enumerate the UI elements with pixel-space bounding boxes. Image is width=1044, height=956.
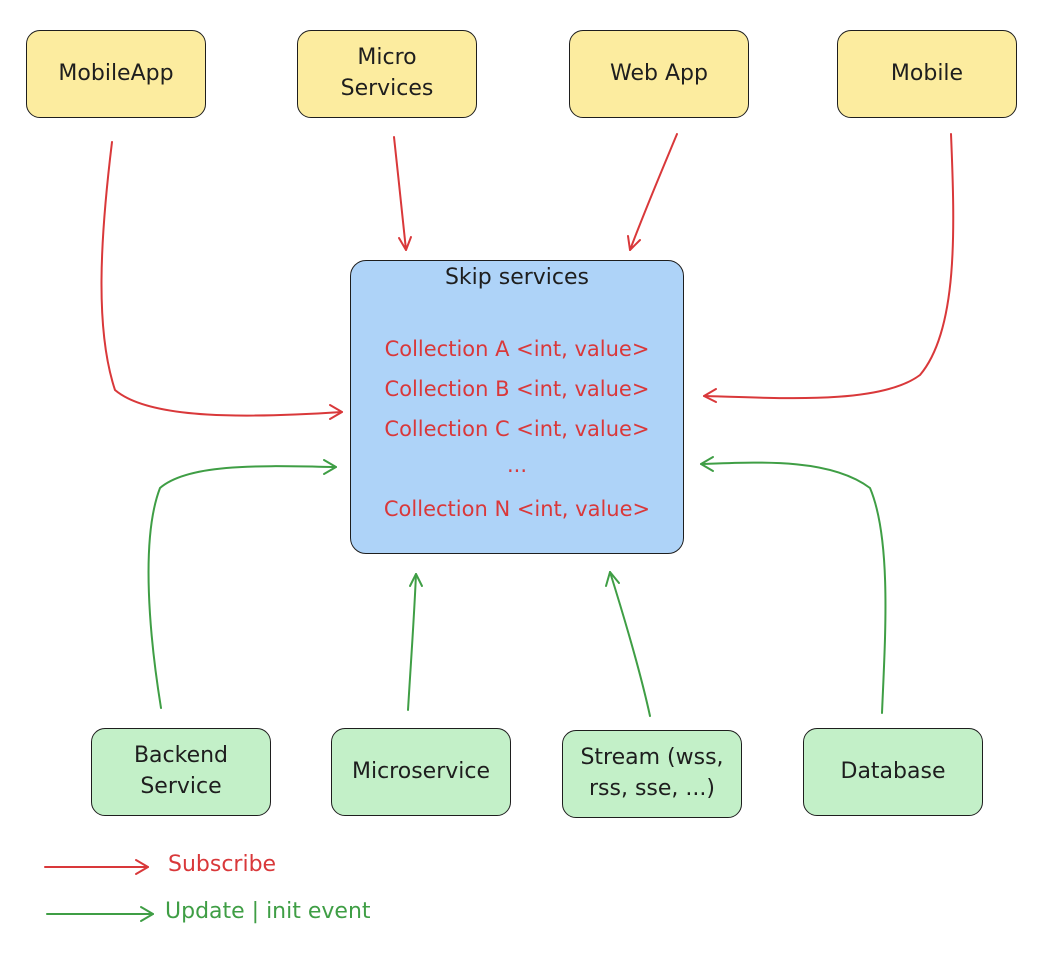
hub-title: Skip services — [444, 265, 590, 290]
client-box-mobile: Mobile — [837, 30, 1017, 118]
arrow-webapp-to-hub — [629, 133, 678, 251]
client-label: MobileApp — [58, 60, 174, 86]
arrow-database-to-hub — [700, 461, 887, 714]
source-label: Stream (wss, rss, sse, ...) — [580, 745, 724, 801]
client-box-micro-services: Micro Services — [297, 30, 477, 118]
client-box-web-app: Web App — [569, 30, 749, 118]
arrowhead-mobileapp — [329, 404, 343, 420]
legend-update-arrowhead — [140, 906, 154, 922]
client-label: Mobile — [890, 60, 964, 86]
arrow-microservice-to-hub — [407, 573, 417, 711]
arrow-stream-to-hub — [609, 571, 651, 717]
arrow-microservices-to-hub — [393, 136, 407, 251]
collection-item: Collection B <int, value> — [384, 377, 650, 401]
arrowhead-database — [700, 456, 714, 472]
source-label: Backend Service — [133, 743, 229, 799]
source-box-stream: Stream (wss, rss, sse, ...) — [562, 730, 742, 818]
collection-item: Collection A <int, value> — [384, 337, 650, 361]
legend-update-label: Update | init event — [165, 899, 371, 924]
collection-ellipsis: ... — [506, 453, 528, 477]
arrowhead-microservice — [409, 573, 423, 587]
arrowhead-stream — [605, 571, 620, 587]
arrowhead-webapp — [627, 235, 641, 251]
source-box-database: Database — [803, 728, 983, 816]
legend-subscribe-label: Subscribe — [168, 852, 277, 877]
source-label: Database — [840, 758, 946, 784]
arrowhead-backend — [323, 459, 337, 475]
source-box-backend-service: Backend Service — [91, 728, 271, 816]
skip-services-box: Skip services Collection A <int, value> … — [350, 260, 684, 554]
arrowhead-mobile — [703, 388, 717, 403]
arrow-mobileapp-to-hub — [100, 141, 343, 417]
arrow-mobile-to-hub — [703, 133, 955, 400]
source-label: Microservice — [351, 758, 490, 784]
client-box-mobileapp: MobileApp — [26, 30, 206, 118]
client-label: Micro Services — [340, 45, 434, 101]
collection-item: Collection C <int, value> — [384, 417, 650, 441]
legend-subscribe-arrowhead — [135, 859, 149, 875]
arrow-backend-to-hub — [147, 465, 337, 709]
source-box-microservice: Microservice — [331, 728, 511, 816]
client-label: Web App — [610, 60, 708, 86]
arrowhead-microservices — [398, 236, 412, 251]
collection-item: Collection N <int, value> — [383, 497, 651, 521]
